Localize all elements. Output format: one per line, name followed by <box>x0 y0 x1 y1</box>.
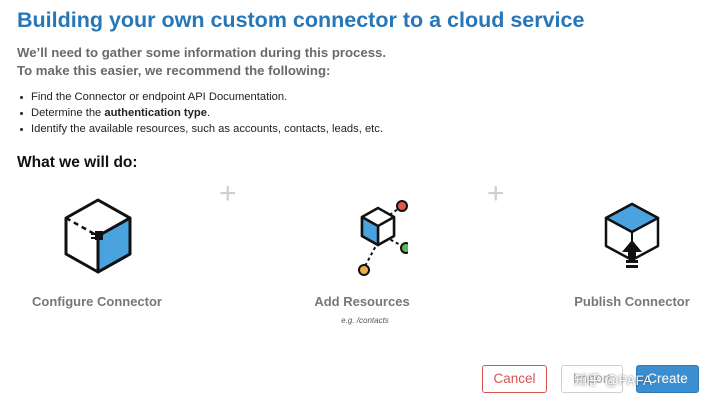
step-hint: e.g. /contacts <box>341 316 389 325</box>
recommendation-text: . <box>206 107 211 119</box>
intro-line-1: We’ll need to gather some information du… <box>17 45 387 60</box>
step-configure-connector <box>8 196 188 276</box>
step-add-resources <box>273 196 453 280</box>
recommendation-list: Find the Connector or endpoint API Docum… <box>17 89 383 137</box>
create-button[interactable]: Create <box>636 365 699 393</box>
step-publish-connector <box>542 196 720 276</box>
section-heading: What we will do: <box>17 154 138 171</box>
cube-nodes-icon <box>358 200 408 276</box>
step-label: Configure Connector <box>32 294 162 309</box>
plus-separator: + <box>487 177 505 210</box>
recommendation-item: Find the Connector or endpoint API Docum… <box>17 89 383 105</box>
cancel-button[interactable]: Cancel <box>482 365 547 393</box>
intro-text: We’ll need to gather some information du… <box>17 44 386 80</box>
recommendation-text: Determine the <box>31 107 105 119</box>
plus-separator: + <box>219 177 237 210</box>
import-button[interactable]: Import <box>561 365 623 393</box>
recommendation-item: Identify the available resources, such a… <box>17 121 383 137</box>
recommendation-item: Determine the authentication type. <box>17 105 383 121</box>
step-label: Add Resources <box>314 294 410 309</box>
intro-line-2: To make this easier, we recommend the fo… <box>17 63 331 78</box>
recommendation-emphasis: authentication type <box>104 107 207 119</box>
cube-plug-icon <box>64 198 132 274</box>
step-label: Publish Connector <box>574 294 690 309</box>
cube-upload-icon <box>604 202 660 268</box>
page-title: Building your own custom connector to a … <box>17 8 585 32</box>
